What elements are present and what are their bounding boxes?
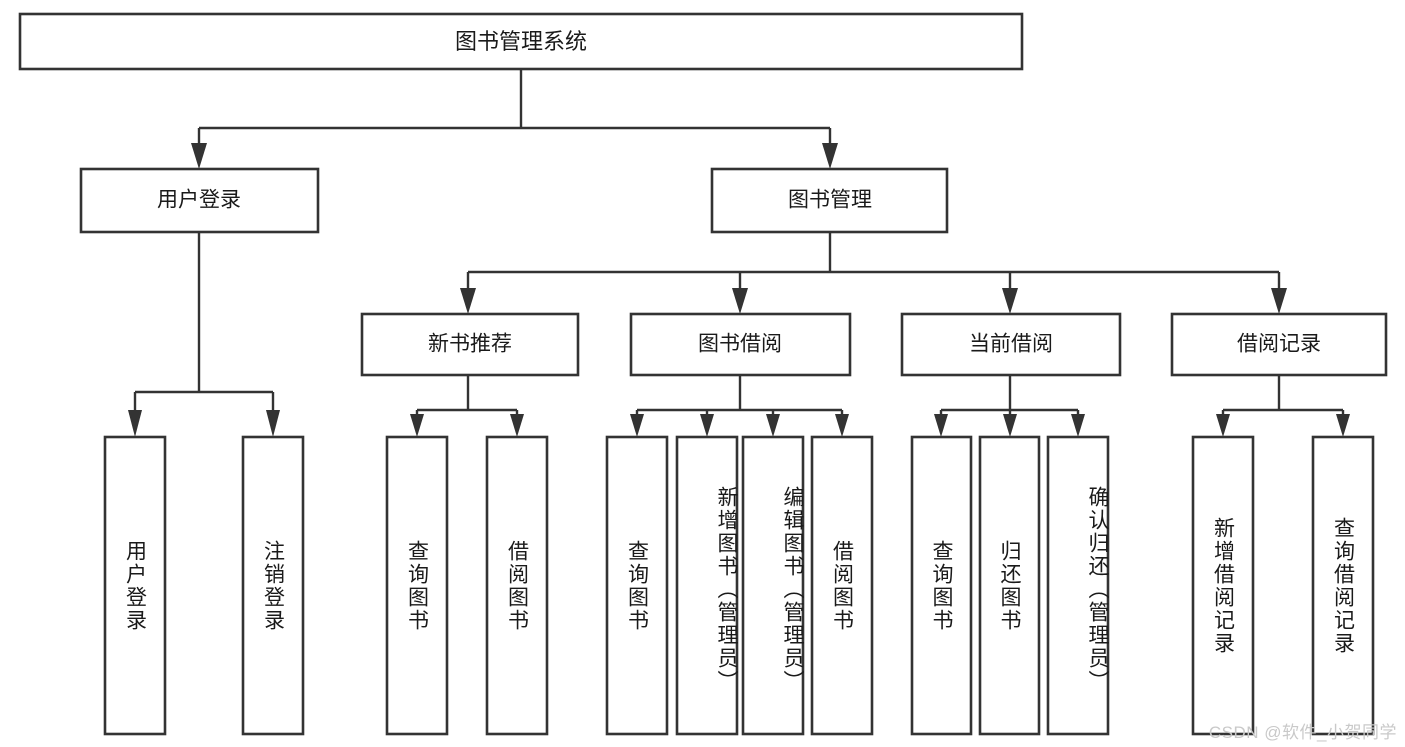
leaf-box-add-book[interactable] <box>675 435 739 736</box>
node-borrow-record[interactable] <box>1170 312 1388 377</box>
arrow-to-book-mgmt <box>822 143 838 169</box>
node-new-book-recommendation-label: 新书推荐 <box>428 333 512 356</box>
arrow-leaf-confirm-return <box>1071 414 1085 437</box>
leaf-label-logout: 注销登录 <box>261 539 285 632</box>
leaf-box-edit-book[interactable] <box>741 435 805 736</box>
node-user-login-label: 用户登录 <box>157 189 241 212</box>
connectors-user-login-to-leaves <box>128 232 280 437</box>
arrow-leaf-add-book <box>700 414 714 437</box>
connectors-root-to-level2 <box>191 69 838 169</box>
connectors-new-book-rec-to-leaves <box>410 375 524 437</box>
arrow-leaf-borrow-book-1 <box>510 414 524 437</box>
arrow-to-new-book-rec <box>460 288 476 314</box>
connectors-borrow-record-to-leaves <box>1216 375 1350 437</box>
leaf-box-logout[interactable] <box>241 435 305 736</box>
node-book-borrow[interactable] <box>629 312 852 377</box>
leaf-box-user-login[interactable] <box>103 435 167 736</box>
arrow-leaf-edit-book <box>766 414 780 437</box>
node-user-login[interactable] <box>79 167 320 234</box>
node-book-management[interactable] <box>710 167 949 234</box>
arrow-to-borrow-record <box>1271 288 1287 314</box>
leaf-box-borrow-book-2[interactable] <box>810 435 874 736</box>
node-current-borrow[interactable] <box>900 312 1122 377</box>
leaf-box-query-borrow-record[interactable] <box>1311 435 1375 736</box>
arrow-leaf-add-record <box>1216 414 1230 437</box>
connectors-book-borrow-to-leaves <box>630 375 849 437</box>
leaf-label-query-book-1: 查询图书 <box>405 539 429 632</box>
connectors-current-borrow-to-leaves <box>934 375 1085 437</box>
arrow-leaf-logout <box>266 410 280 437</box>
leaf-box-add-borrow-record[interactable] <box>1191 435 1255 736</box>
leaf-box-query-book-1[interactable] <box>385 435 449 736</box>
leaf-label-confirm-return: 确认归还（管理员） <box>1086 486 1109 693</box>
leaf-label-add-book: 新增图书（管理员） <box>715 486 738 693</box>
arrow-leaf-query-book-1 <box>410 414 424 437</box>
leaf-label-query-borrow-record: 查询借阅记录 <box>1331 516 1355 655</box>
node-book-borrow-label: 图书借阅 <box>698 333 782 356</box>
leaf-label-add-borrow-record: 新增借阅记录 <box>1211 516 1235 655</box>
arrow-leaf-borrow-book-2 <box>835 414 849 437</box>
leaf-label-borrow-book-2: 借阅图书 <box>830 539 854 632</box>
leaf-box-confirm-return[interactable] <box>1046 435 1110 736</box>
arrow-to-book-borrow <box>732 288 748 314</box>
leaf-label-query-book-2: 查询图书 <box>625 539 649 632</box>
leaf-box-query-book-2[interactable] <box>605 435 669 736</box>
node-new-book-recommendation[interactable] <box>360 312 580 377</box>
arrow-leaf-query-book-2 <box>630 414 644 437</box>
arrow-to-user-login <box>191 143 207 169</box>
arrow-to-current-borrow <box>1002 288 1018 314</box>
leaf-label-query-book-3: 查询图书 <box>930 539 953 632</box>
arrow-leaf-return-book <box>1003 414 1017 437</box>
node-book-management-label: 图书管理 <box>788 189 872 212</box>
leaf-label-return-book: 归还图书 <box>998 539 1021 632</box>
leaf-box-borrow-book-1[interactable] <box>485 435 549 736</box>
arrow-leaf-user-login <box>128 410 142 437</box>
node-root-book-management-system[interactable] <box>18 12 1024 71</box>
leaf-label-borrow-book-1: 借阅图书 <box>505 539 529 632</box>
leaf-box-query-book-3[interactable] <box>910 435 973 736</box>
connectors-book-mgmt-to-level3 <box>460 232 1287 314</box>
node-borrow-record-label: 借阅记录 <box>1237 333 1321 356</box>
leaf-label-edit-book: 编辑图书（管理员） <box>781 486 804 693</box>
arrow-leaf-query-book-3 <box>934 414 948 437</box>
node-root-label: 图书管理系统 <box>455 29 587 54</box>
leaf-label-user-login: 用户登录 <box>123 539 147 632</box>
node-current-borrow-label: 当前借阅 <box>969 333 1053 356</box>
leaf-box-return-book[interactable] <box>978 435 1041 736</box>
arrow-leaf-query-record <box>1336 414 1350 437</box>
